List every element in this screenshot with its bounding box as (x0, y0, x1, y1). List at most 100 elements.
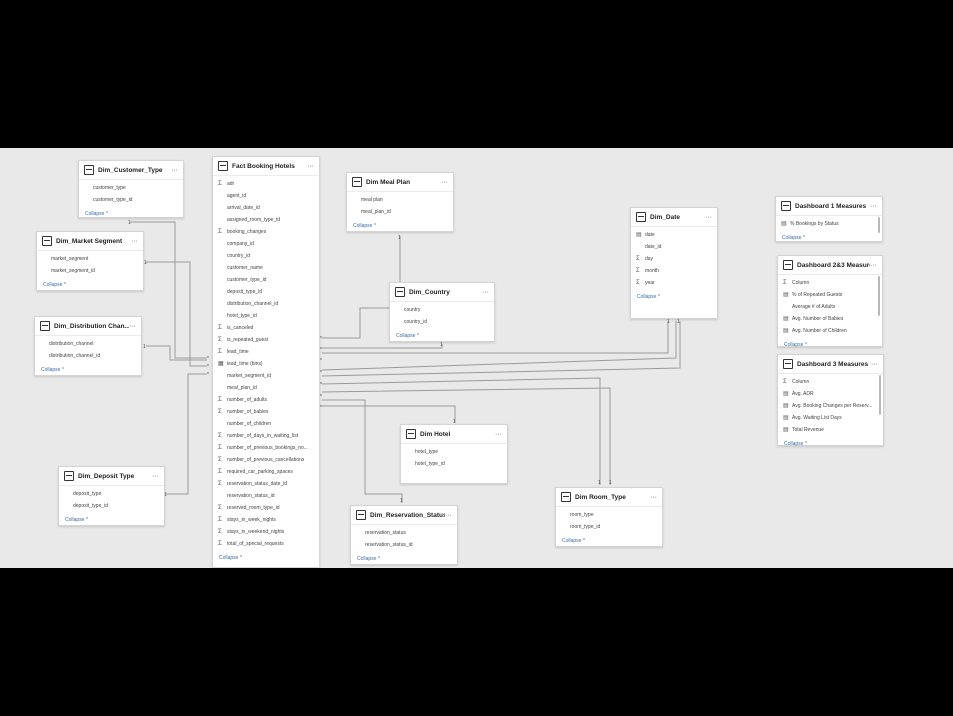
table-card-dim-hotel[interactable]: Dim Hotel··· hotel_type hotel_type_id (400, 424, 508, 484)
field-row[interactable]: ▤Avg. Number of Babies (778, 313, 882, 325)
collapse-button[interactable]: Collapse ^ (562, 538, 586, 544)
field-row[interactable]: number_of_children (213, 418, 319, 430)
field-row[interactable]: ▤Avg. ADR (778, 388, 883, 400)
more-options-icon[interactable]: ··· (495, 430, 502, 438)
more-options-icon[interactable]: ··· (152, 472, 159, 480)
field-row[interactable]: customer_type (79, 182, 183, 194)
more-options-icon[interactable]: ··· (871, 360, 878, 368)
table-card-dim-distribution-channel[interactable]: Dim_Distribution Chan...··· distribution… (34, 316, 142, 376)
more-options-icon[interactable]: ··· (131, 237, 138, 245)
field-row[interactable]: meal_plan_id (347, 206, 453, 218)
collapse-button[interactable]: Collapse ^ (219, 555, 243, 561)
field-row[interactable]: assigned_room_type_id (213, 214, 319, 226)
field-row[interactable]: ▤Total Revenue (778, 424, 883, 436)
collapse-button[interactable]: Collapse ^ (65, 517, 89, 523)
field-row[interactable]: deposit_type_id (59, 500, 164, 512)
more-options-icon[interactable]: ··· (482, 288, 489, 296)
table-card-dim-customer-type[interactable]: Dim_Customer_Type··· customer_type custo… (78, 160, 184, 218)
table-card-dim-reservation-status[interactable]: Dim_Reservation_Status··· reservation_st… (350, 505, 458, 565)
field-row[interactable]: hotel_type_id (213, 310, 319, 322)
more-options-icon[interactable]: ··· (870, 202, 877, 210)
more-options-icon[interactable]: ··· (445, 511, 452, 519)
field-row[interactable]: market_segment_id (213, 370, 319, 382)
more-options-icon[interactable]: ··· (129, 322, 136, 330)
scrollbar[interactable] (878, 217, 880, 233)
collapse-button[interactable]: Collapse ^ (353, 223, 377, 229)
field-row[interactable]: ▤Avg. Number of Children (778, 325, 882, 337)
collapse-button[interactable]: Collapse ^ (784, 342, 808, 348)
field-row[interactable]: reservation_status_id (351, 539, 457, 551)
field-row[interactable]: distribution_channel_id (213, 298, 319, 310)
collapse-button[interactable]: Collapse ^ (782, 235, 806, 241)
field-row[interactable]: Average # of Adults (778, 301, 882, 313)
field-row[interactable]: room_type_id (556, 521, 662, 533)
table-card-dim-country[interactable]: Dim_Country··· country country_id Collap… (389, 282, 495, 342)
collapse-button[interactable]: Collapse ^ (396, 333, 420, 339)
field-row[interactable]: date_id (631, 241, 717, 253)
collapse-button[interactable]: Collapse ^ (41, 367, 65, 373)
scrollbar[interactable] (879, 375, 881, 415)
field-row[interactable]: ▤% Bookings by Status (776, 218, 882, 230)
table-card-dim-room-type[interactable]: Dim Room_Type··· room_type room_type_id … (555, 487, 663, 547)
field-row[interactable]: ▦lead_time (bins) (213, 358, 319, 370)
more-options-icon[interactable]: ··· (870, 261, 877, 269)
field-row[interactable]: arrival_date_id (213, 202, 319, 214)
field-row[interactable]: country_id (213, 250, 319, 262)
table-card-dim-deposit-type[interactable]: Dim_Deposit Type··· deposit_type deposit… (58, 466, 165, 526)
more-options-icon[interactable]: ··· (650, 493, 657, 501)
scrollbar[interactable] (878, 276, 880, 316)
field-row[interactable]: customer_name (213, 262, 319, 274)
field-row[interactable]: hotel_type (401, 446, 507, 458)
collapse-button[interactable]: Collapse ^ (85, 211, 109, 217)
field-row[interactable]: customer_type_id (213, 274, 319, 286)
field-row[interactable]: hotel_type_id (401, 458, 507, 470)
more-options-icon[interactable]: ··· (171, 166, 178, 174)
field-row[interactable]: market_segment (37, 253, 143, 265)
more-options-icon[interactable]: ··· (441, 178, 448, 186)
table-card-dim-market-segment[interactable]: Dim_Market Segment··· market_segment mar… (36, 231, 144, 291)
field-row[interactable]: reservation_status_id (213, 490, 319, 502)
table-card-dashboard-1-measures[interactable]: Dashboard 1 Measures··· ▤% Bookings by S… (775, 196, 883, 242)
model-view-canvas[interactable]: 1 1 1 1 1 1 1 1 1 1 1 1 * * * * * * * * … (0, 148, 953, 568)
field-row[interactable]: room_type (556, 509, 662, 521)
field-row[interactable]: ▤Avg. Waiting List Days (778, 412, 883, 424)
field-row[interactable]: reservation_status (351, 527, 457, 539)
field-row[interactable]: customer_type_id (79, 194, 183, 206)
more-options-icon[interactable]: ··· (705, 213, 712, 221)
field-row[interactable]: distribution_channel (35, 338, 141, 350)
field-row[interactable]: deposit_type (59, 488, 164, 500)
field-row[interactable]: company_id (213, 238, 319, 250)
field-row[interactable]: deposit_type_id (213, 286, 319, 298)
more-options-icon[interactable]: ··· (307, 162, 314, 170)
field-row[interactable]: agent_id (213, 190, 319, 202)
collapse-button[interactable]: Collapse ^ (637, 294, 661, 300)
collapse-button[interactable]: Collapse ^ (43, 282, 67, 288)
field-row[interactable]: distribution_channel_id (35, 350, 141, 362)
field-row[interactable]: ▤% of Repeated Guests (778, 289, 882, 301)
field-row[interactable]: meal_plan_id (213, 382, 319, 394)
field-row[interactable]: ▤Avg. Booking Changes per Reserv... (778, 400, 883, 412)
table-card-dim-meal-plan[interactable]: Dim Meal Plan··· meal plan meal_plan_id … (346, 172, 454, 232)
